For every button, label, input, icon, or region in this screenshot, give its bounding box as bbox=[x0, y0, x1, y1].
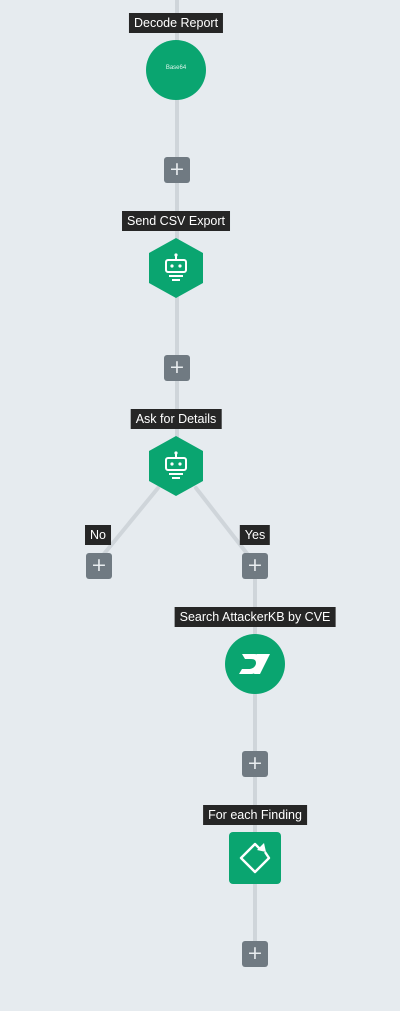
add-step-button-yes-branch[interactable]: + bbox=[242, 553, 268, 579]
for-each-finding-node[interactable] bbox=[229, 832, 281, 884]
decode-report-label: Decode Report bbox=[128, 13, 224, 33]
robot-icon bbox=[165, 451, 187, 479]
search-attackerkb-label: Search AttackerKB by CVE bbox=[174, 607, 336, 627]
loop-icon bbox=[239, 842, 271, 874]
robot-icon bbox=[165, 253, 187, 281]
ask-for-details-label: Ask for Details bbox=[130, 409, 222, 429]
branch-yes-label: Yes bbox=[239, 525, 271, 545]
branch-no-label: No bbox=[85, 525, 111, 545]
add-step-button-1[interactable]: + bbox=[164, 157, 190, 183]
connector-ask-to-no bbox=[97, 486, 160, 562]
decode-report-node[interactable]: Base64 bbox=[146, 40, 206, 100]
add-step-button-2[interactable]: + bbox=[164, 355, 190, 381]
decode-report-node-text: Base64 bbox=[165, 65, 187, 71]
connector-ask-to-yes bbox=[194, 486, 254, 562]
add-step-button-no-branch[interactable]: + bbox=[86, 553, 112, 579]
hexagon-shape bbox=[149, 238, 203, 298]
attackerkb-logo-icon bbox=[239, 654, 270, 674]
ask-for-details-node[interactable] bbox=[149, 436, 203, 496]
for-each-finding-label: For each Finding bbox=[203, 805, 307, 825]
send-csv-export-label: Send CSV Export bbox=[122, 211, 230, 231]
send-csv-export-node[interactable] bbox=[149, 238, 203, 298]
hexagon-shape bbox=[149, 436, 203, 496]
add-step-button-4[interactable]: + bbox=[242, 941, 268, 967]
search-attackerkb-node[interactable] bbox=[225, 634, 285, 694]
add-step-button-3[interactable]: + bbox=[242, 751, 268, 777]
